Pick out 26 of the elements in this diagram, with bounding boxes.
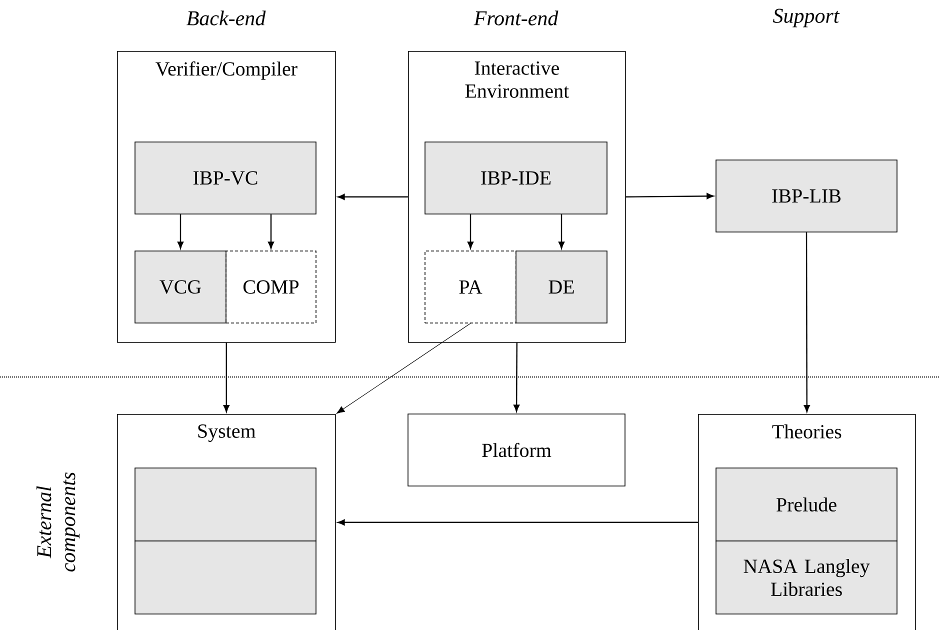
section-label: Back-end (186, 10, 266, 26)
arrow (338, 519, 698, 526)
component-box: VCG (134, 250, 226, 324)
component-box: IBP-IDE (424, 142, 608, 214)
component-box: IBP-LIB (716, 160, 898, 232)
arrow (223, 342, 230, 412)
component-box: DE (516, 250, 608, 324)
component-box: COMP (226, 250, 316, 324)
component-box: NASA Langley Libraries (716, 540, 898, 614)
empty-box (134, 540, 316, 614)
arrow (177, 214, 184, 249)
arrow (558, 214, 565, 249)
arrow (336, 323, 471, 414)
arrow (514, 342, 520, 412)
section-label: External components (36, 472, 80, 572)
empty-box (134, 468, 316, 542)
arrow (268, 214, 274, 249)
section-label: Support (773, 8, 840, 28)
section-label: Front-end (474, 10, 558, 26)
arrow (338, 194, 408, 200)
arrow (626, 193, 714, 200)
component-box: Prelude (716, 468, 898, 542)
component-box: Platform (408, 414, 626, 486)
component-box: IBP-VC (134, 142, 316, 214)
arrow (467, 214, 474, 249)
arrow (804, 232, 810, 412)
